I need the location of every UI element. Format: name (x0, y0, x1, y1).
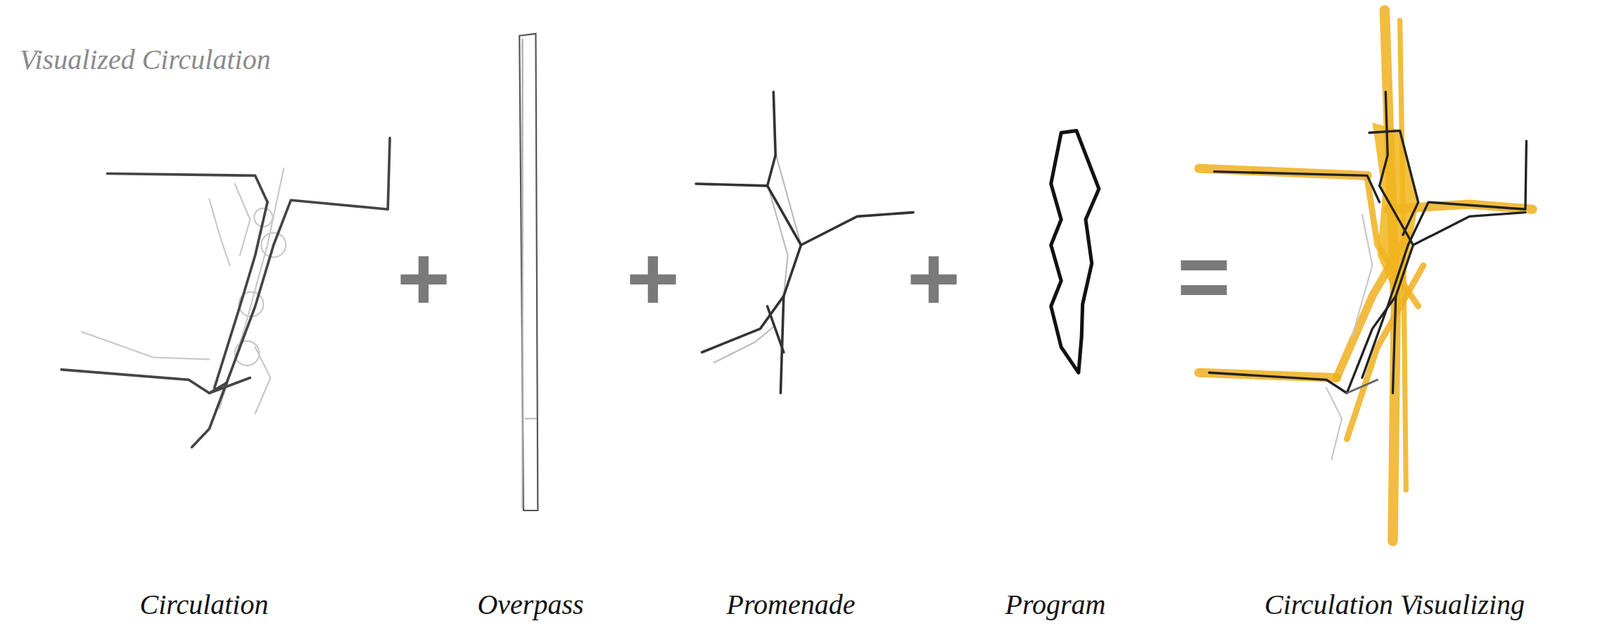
circulation-sketch (61, 137, 390, 447)
plus-sign: + (906, 232, 961, 324)
plus-sign: + (396, 232, 451, 324)
composite-sketch (1198, 10, 1533, 542)
overpass-sketch (519, 33, 538, 511)
equals-sign: = (1177, 230, 1231, 322)
program-outline (1051, 130, 1100, 373)
plus-sign: + (626, 232, 680, 324)
caption: Overpass (477, 587, 584, 621)
caption: Program (1005, 587, 1107, 621)
caption: Circulation Visualizing (1264, 587, 1525, 621)
caption: Circulation (140, 587, 269, 621)
promenade-sketch (695, 92, 914, 394)
diagram-title: Visualized Circulation (19, 42, 271, 76)
caption: Promenade (726, 587, 856, 621)
